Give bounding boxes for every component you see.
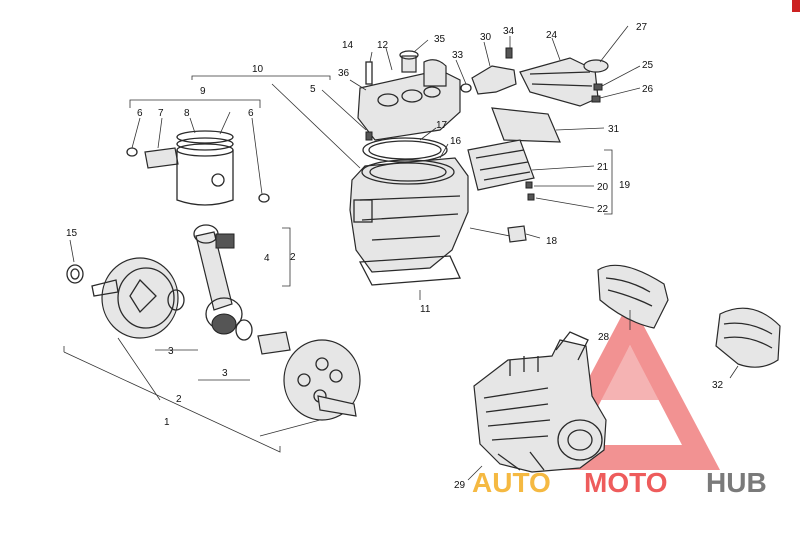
leader-lines [191,25,641,300]
crank-flywheel-left [101,257,179,339]
bolt-25 [593,83,603,91]
watermark-auto: AUTO [472,467,551,498]
cylinder-group [349,157,469,286]
callout-6: 6 [137,108,143,119]
piston-ring-top [176,130,234,144]
cap-18-group [507,225,527,243]
crankshaft-group [63,224,361,453]
base-gasket [358,255,461,286]
spark-plug [365,61,373,85]
callout-8: 8 [184,108,190,119]
callout-33: 33 [452,50,464,61]
stud-5 [365,131,373,141]
connecting-rod [195,231,233,311]
callout-19: 19 [619,180,631,191]
callout-18: 18 [546,236,558,247]
intake-flange-27 [583,59,609,73]
bolt-26 [591,95,601,103]
callout-36: 36 [338,68,350,79]
callout-24: 24 [546,30,558,41]
callout-35: 35 [434,34,446,45]
callout-22: 22 [597,204,609,215]
cylinder-head-group [357,50,461,163]
callout-30: 30 [480,32,492,43]
callout-32: 32 [712,380,724,391]
callout-7: 7 [158,108,164,119]
big-end-bearing [211,313,237,335]
callout-14: 14 [342,40,354,51]
o-ring-33 [460,83,472,93]
thrust-washer-left [167,289,185,311]
reed-cage-21 [467,139,535,191]
callout-5: 5 [310,84,316,95]
cap-18 [507,225,527,243]
small-end-bearing [215,233,235,249]
callout-34: 34 [503,26,515,37]
piston-ring-bottom [176,137,234,151]
callout-12: 12 [377,40,389,51]
callout-2: 2 [290,252,296,263]
piston-group [126,99,270,206]
corner-mark [792,0,800,12]
callout-16: 16 [450,136,462,147]
bolt-34 [505,47,513,59]
crank-pin [257,331,291,355]
callout-1: 1 [164,417,170,428]
head-outlet [423,59,447,87]
callout-3b: 3 [222,368,228,379]
callout-9: 9 [200,86,206,97]
reed-valve-31 [491,107,561,143]
callout-15: 15 [66,228,78,239]
callout-4: 4 [264,253,270,264]
piston-pin [144,147,179,169]
callout-21: 21 [597,162,609,173]
piston-clip-left [126,147,138,157]
callout-26: 26 [642,84,654,95]
callout-6b: 6 [248,108,254,119]
callout-29: 29 [454,480,466,491]
filter-28 [597,264,669,330]
callout-31: 31 [608,124,620,135]
crank-flywheel-right [283,339,361,421]
head-stud [401,55,417,73]
callout-25: 25 [642,60,654,71]
reed-screw-20 [525,181,533,189]
callout-10: 10 [252,64,264,75]
callout-11: 11 [420,304,431,315]
callout-3: 3 [168,346,174,357]
intake-group [460,47,613,215]
watermark-text: AUTO MOTO HUB [472,467,767,498]
callout-labels: 1 2 2 3 3 4 5 6 6 7 8 9 10 11 12 14 15 1… [66,22,724,491]
crank-seal-15 [66,264,84,284]
watermark-moto: MOTO [584,467,667,498]
callout-20: 20 [597,182,609,193]
callout-2b: 2 [176,394,182,405]
assembled-engine-29 [467,331,607,481]
thrust-washer-right [235,319,253,341]
watermark-hub: HUB [706,467,767,498]
reed-screw-22 [527,193,535,201]
piston-clip-right [258,193,270,203]
filter-32 [715,307,781,379]
callout-17: 17 [436,120,448,131]
intake-elbow [471,65,517,95]
piston [176,150,234,206]
callout-27: 27 [636,22,648,33]
callout-28: 28 [598,332,610,343]
